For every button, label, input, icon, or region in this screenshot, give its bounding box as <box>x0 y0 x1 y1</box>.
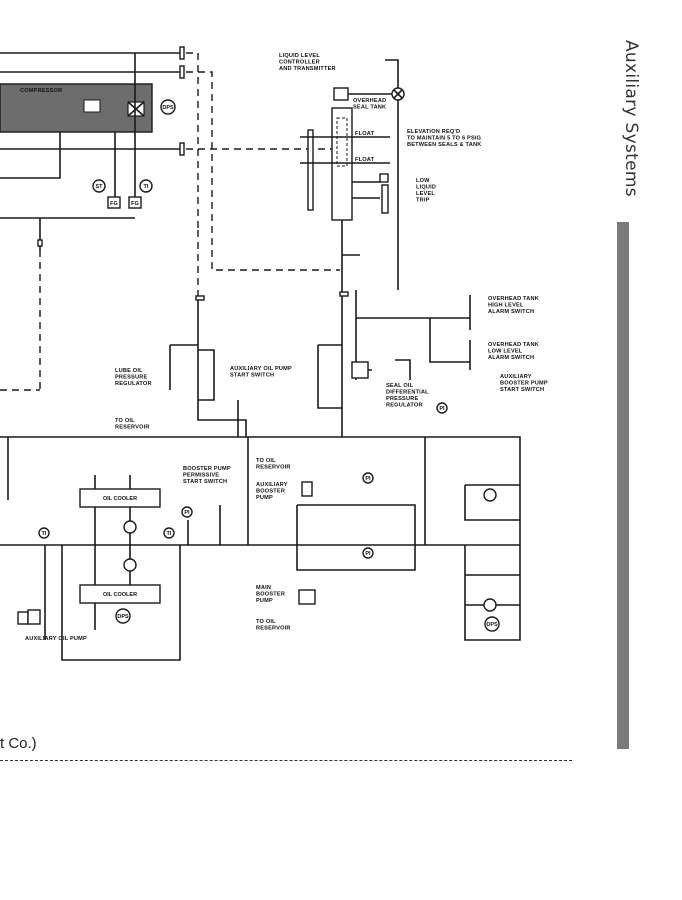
st-gauge: ST <box>92 179 106 193</box>
svg-text:OIL COOLER: OIL COOLER <box>103 496 137 502</box>
overhead-seal-tank <box>307 87 353 221</box>
svg-text:TI: TI <box>144 184 149 190</box>
filter-bottom <box>123 558 137 572</box>
section-tab-bar <box>617 222 629 749</box>
svg-text:OIL COOLER: OIL COOLER <box>103 592 137 598</box>
float-low-label: FLOAT <box>355 157 375 163</box>
oil-cooler-bottom: OIL COOLER <box>79 584 161 604</box>
fg-right: FG <box>128 196 142 209</box>
pi-gauge-booster-top: PI <box>362 472 374 484</box>
section-title: Auxiliary Systems <box>621 40 641 197</box>
aux-booster-pump-motor <box>301 481 313 497</box>
svg-text:DPS: DPS <box>486 622 498 628</box>
compressor: COMPRESSOR <box>0 83 153 133</box>
float-high-label: FLOAT <box>355 131 375 137</box>
svg-text:PI: PI <box>365 551 371 557</box>
level-controller <box>333 87 349 101</box>
oil-cooler-top: OIL COOLER <box>79 488 161 508</box>
pi-gauge-upper: PI <box>436 402 448 414</box>
seal-oil-regulator <box>351 361 369 379</box>
svg-text:PI: PI <box>365 476 371 482</box>
svg-text:TI: TI <box>42 531 47 537</box>
svg-text:FG: FG <box>110 201 118 207</box>
level-gauge-glass <box>307 129 314 211</box>
pi-gauge-left: PI <box>181 506 193 518</box>
ti-gauge-right: TI <box>163 527 175 539</box>
dps-gauge-right: DPS <box>484 616 500 632</box>
filter-right-top <box>483 488 497 502</box>
caption-rule <box>0 760 572 761</box>
aux-oil-pump <box>17 611 29 625</box>
filter-top <box>123 520 137 534</box>
svg-text:ST: ST <box>95 184 103 190</box>
figure-caption-fragment: t Co.) <box>0 735 37 752</box>
svg-text:DPS: DPS <box>162 105 174 111</box>
dps-gauge-left: DPS <box>115 608 131 624</box>
ti-gauge-top: TI <box>139 179 153 193</box>
aux-oil-pump-label: AUXILIARY OIL PUMP <box>25 636 87 642</box>
svg-text:PI: PI <box>184 510 190 516</box>
main-booster-pump <box>298 589 316 605</box>
compressor-label: COMPRESSOR <box>20 88 62 94</box>
dps-gauge-top: DPS <box>160 99 176 115</box>
pi-gauge-booster-bottom: PI <box>362 547 374 559</box>
ti-gauge-left: TI <box>38 527 50 539</box>
filter-right-bottom <box>483 598 497 612</box>
svg-text:TI: TI <box>167 531 172 537</box>
fg-left: FG <box>107 196 121 209</box>
svg-text:DPS: DPS <box>117 614 129 620</box>
svg-text:PI: PI <box>439 406 445 412</box>
svg-text:FG: FG <box>131 201 139 207</box>
